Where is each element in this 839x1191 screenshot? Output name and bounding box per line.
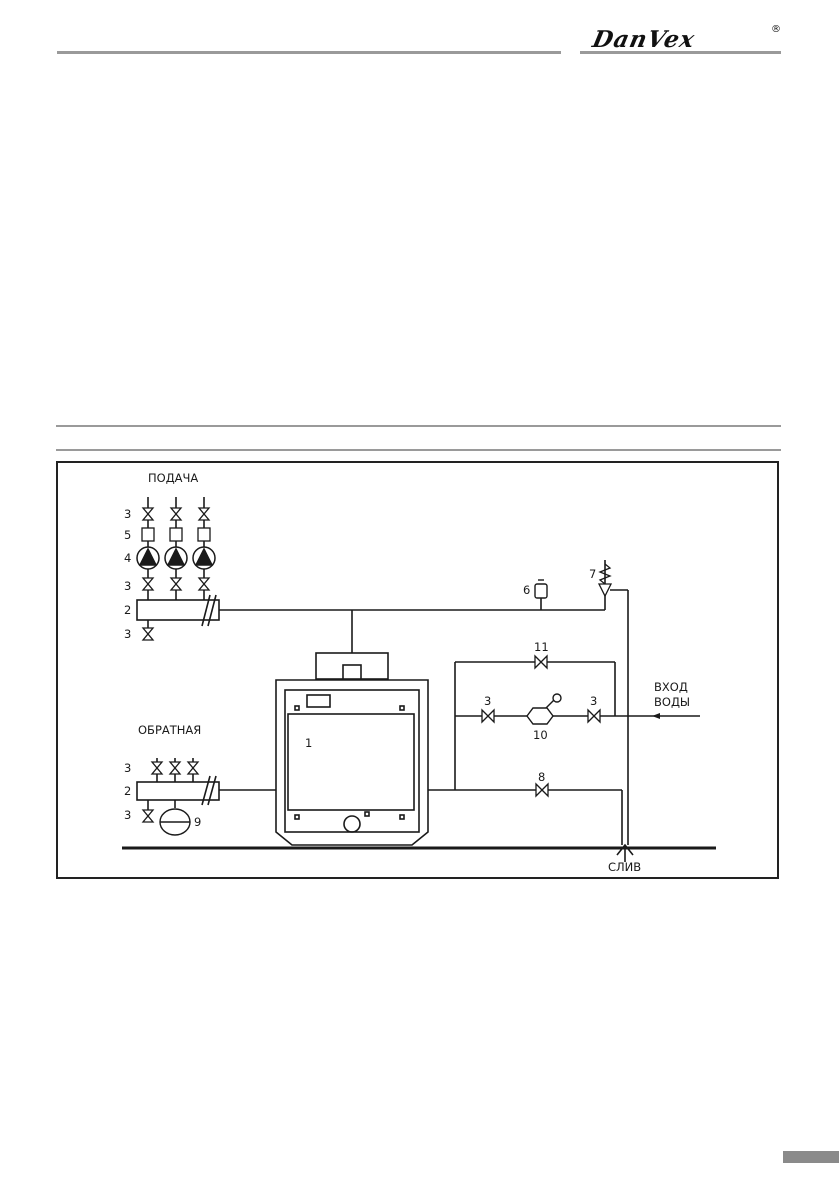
valve-icon [197,507,211,521]
diagram-frame [56,461,779,879]
callout-valve: 3 [124,507,131,521]
drain-label: СЛИВ [608,860,641,874]
collector-break-mark [207,775,217,806]
pressure-reducer-stem [545,699,555,709]
pump-arrow [194,547,214,566]
valve-icon [169,507,183,521]
fill-valve-icon [481,708,495,724]
callout-air-vent: 6 [523,583,530,597]
callout-collector: 2 [124,603,131,617]
valve-icon [186,761,200,775]
callout-pump: 4 [124,551,131,565]
callout-valve: 3 [124,579,131,593]
boiler-flue-outlet [342,664,362,680]
callout-pressure-reducer: 10 [533,728,548,742]
return-label: ОБРАТНАЯ [138,723,201,737]
boiler-body [275,679,429,846]
callout-valve: 3 [484,694,491,708]
boiler-bolt [294,814,300,820]
boiler-control-box [306,694,331,708]
registered-mark: ® [771,24,781,35]
valve-icon [150,761,164,775]
callout-expansion-tank: 9 [194,815,201,829]
valve-icon [141,809,155,823]
section-rule-bottom [56,449,781,451]
callout-boiler: 1 [305,736,312,750]
callout-valve: 3 [124,761,131,775]
filter-icon [141,527,155,542]
fill-valve-icon [587,708,601,724]
filter-icon [197,527,211,542]
boiler-heat-exchanger [287,713,415,811]
valve-icon [141,507,155,521]
callout-drain-valve: 8 [538,770,545,784]
brand-logo: DanVex ® [575,24,785,64]
filter-icon [169,527,183,542]
water-inlet-label: ВХОД [654,680,688,694]
pressure-gauge-icon [552,693,562,703]
supply-label: ПОДАЧА [148,471,198,485]
return-collector [136,781,220,801]
water-inlet-label: ВОДЫ [654,695,690,709]
section-rule-top [56,425,781,427]
boiler-bolt [399,814,405,820]
boiler-bolt [364,811,370,817]
callout-bypass-valve: 11 [534,640,549,654]
collector-break-mark [201,775,211,806]
pump-arrow [166,547,186,566]
valve-icon [169,577,183,591]
callout-collector: 2 [124,784,131,798]
valve-icon [141,577,155,591]
boiler-bolt [294,705,300,711]
safety-valve-spring [598,563,612,585]
collector-break-mark [201,594,211,627]
pump-arrow [138,547,158,566]
valve-icon [168,761,182,775]
callout-filter: 5 [124,528,131,542]
valve-icon [141,627,155,641]
drain-valve-icon [535,782,549,798]
bypass-valve-icon [534,654,548,670]
pressure-reducer-icon [526,707,554,725]
boiler-bolt [399,705,405,711]
callout-safety-valve: 7 [589,567,596,581]
callout-valve: 3 [124,808,131,822]
inlet-arrow-icon [652,713,660,719]
page-tab [783,1151,839,1163]
collector-break-mark [207,594,217,627]
safety-valve-icon [597,583,613,598]
header-rule [57,51,561,54]
callout-valve: 3 [590,694,597,708]
header-rule-logo [580,51,781,54]
valve-icon [197,577,211,591]
boiler-burner-window [343,815,361,833]
callout-valve: 3 [124,627,131,641]
air-vent-icon [534,583,548,599]
